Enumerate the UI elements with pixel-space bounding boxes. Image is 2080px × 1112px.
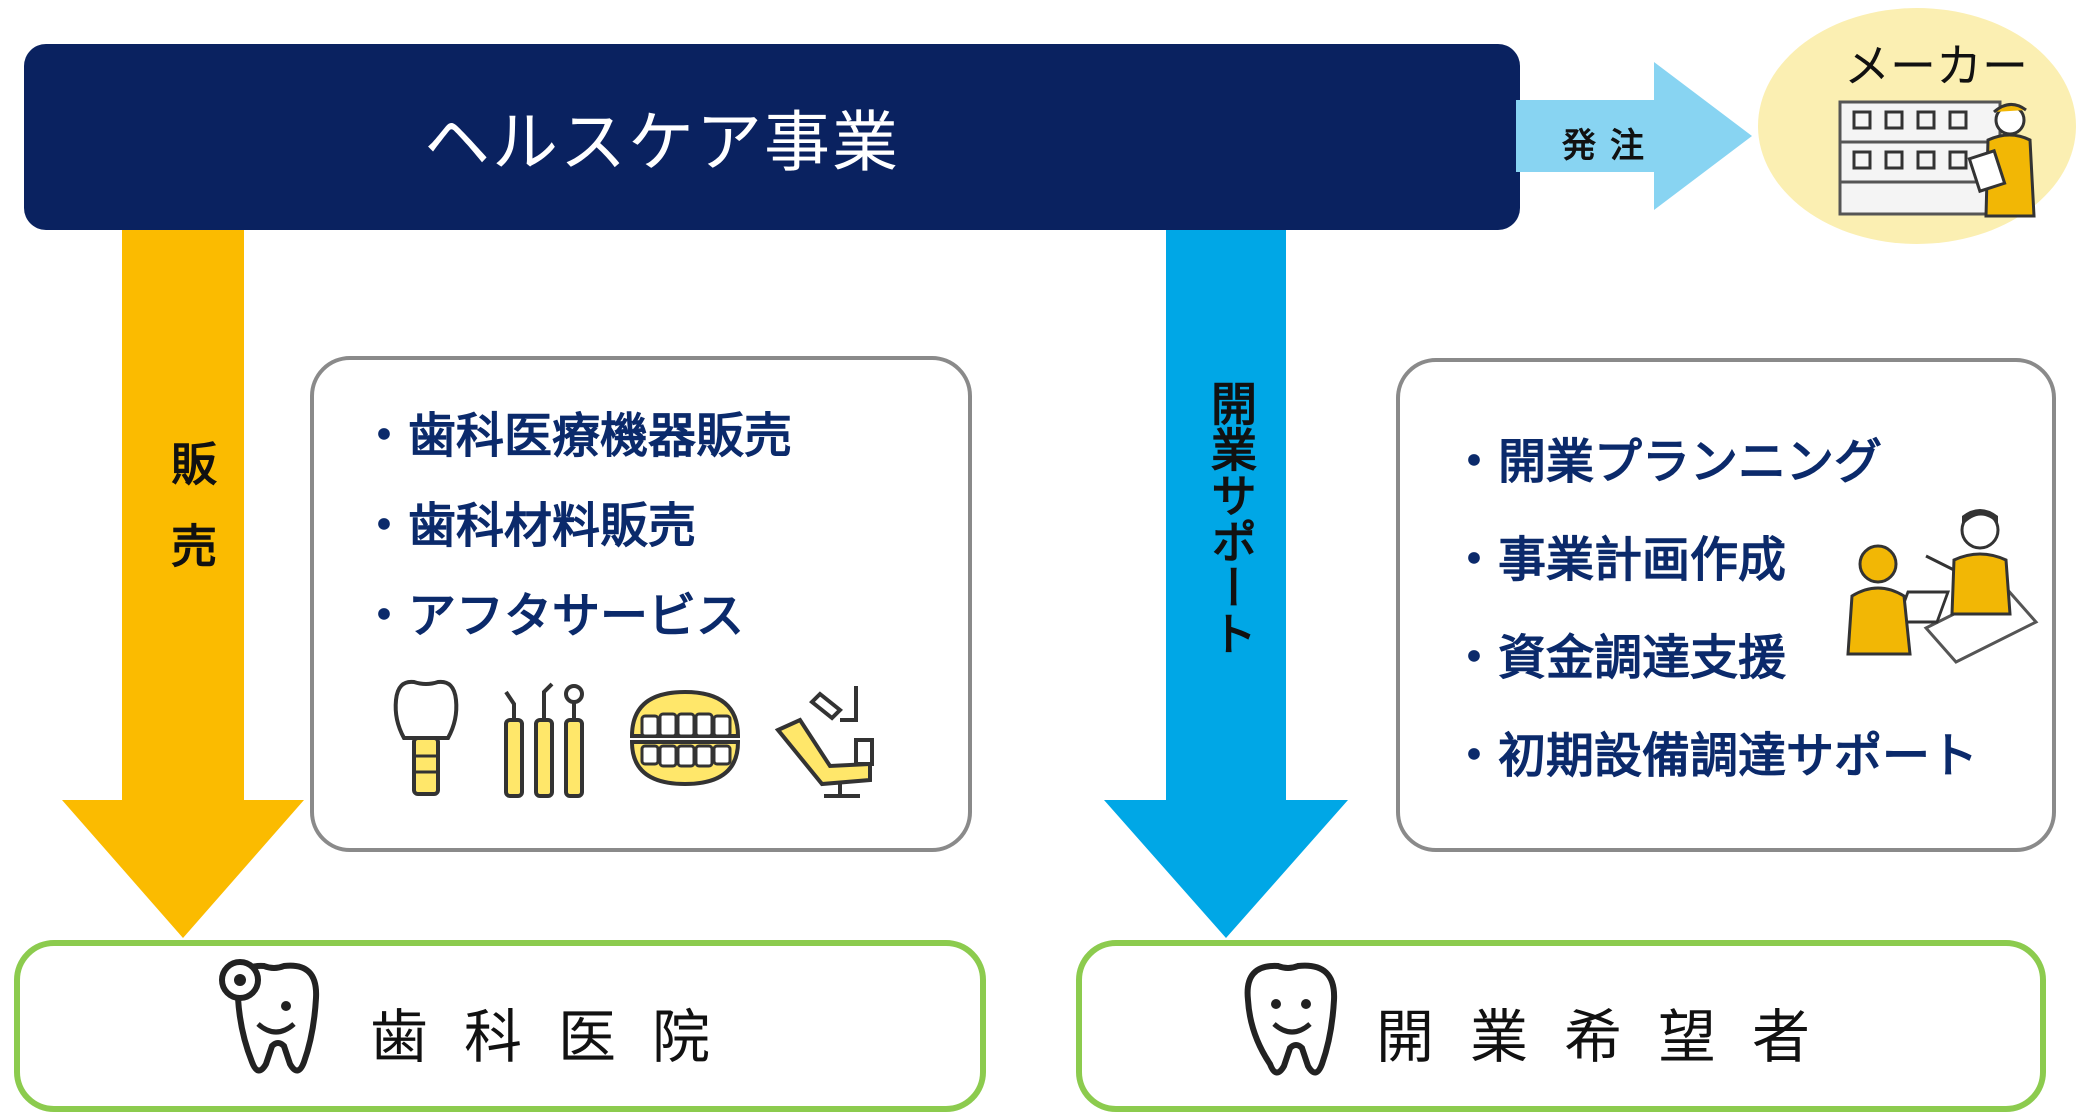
manufacturer-icon xyxy=(1838,100,2036,218)
dental-clinic-box xyxy=(14,940,986,1112)
order-arrow xyxy=(1516,62,1752,210)
header-bar: ヘルスケア事業 xyxy=(24,44,1520,230)
sales-arrow xyxy=(62,230,304,938)
dental-chair-icon xyxy=(774,686,874,798)
sales-item: ・歯科材料販売 xyxy=(360,498,697,554)
maker-label: メーカー xyxy=(1844,39,2028,93)
support-item: ・開業プランニング xyxy=(1450,434,1883,490)
support-item: ・事業計画作成 xyxy=(1450,532,1787,588)
dental-instruments-icon xyxy=(504,682,584,798)
support-label: 開業サポート xyxy=(1204,380,1258,656)
support-item: ・初期設備調達サポート xyxy=(1450,728,1979,784)
sales-item: ・歯科医療機器販売 xyxy=(360,408,793,464)
sales-item: ・アフタサービス xyxy=(360,588,745,644)
tooth-mascot-magnifier-icon xyxy=(219,959,320,1074)
header-title: ヘルスケア事業 xyxy=(424,104,900,181)
applicants-label: 開業希望者 xyxy=(1376,1003,1847,1071)
support-arrow xyxy=(1104,230,1348,938)
order-label: 発注 xyxy=(1562,126,1658,166)
dental-clinic-label: 歯科医院 xyxy=(370,1003,747,1071)
applicants-box xyxy=(1076,940,2046,1112)
tooth-mascot-icon xyxy=(1244,962,1338,1076)
support-services-box xyxy=(1396,358,2056,852)
dentures-icon xyxy=(629,689,741,787)
sales-label: 販売 xyxy=(164,440,218,604)
implant-tooth-icon xyxy=(393,679,459,796)
consultation-icon xyxy=(1846,509,2039,664)
support-item: ・資金調達支援 xyxy=(1450,630,1787,686)
